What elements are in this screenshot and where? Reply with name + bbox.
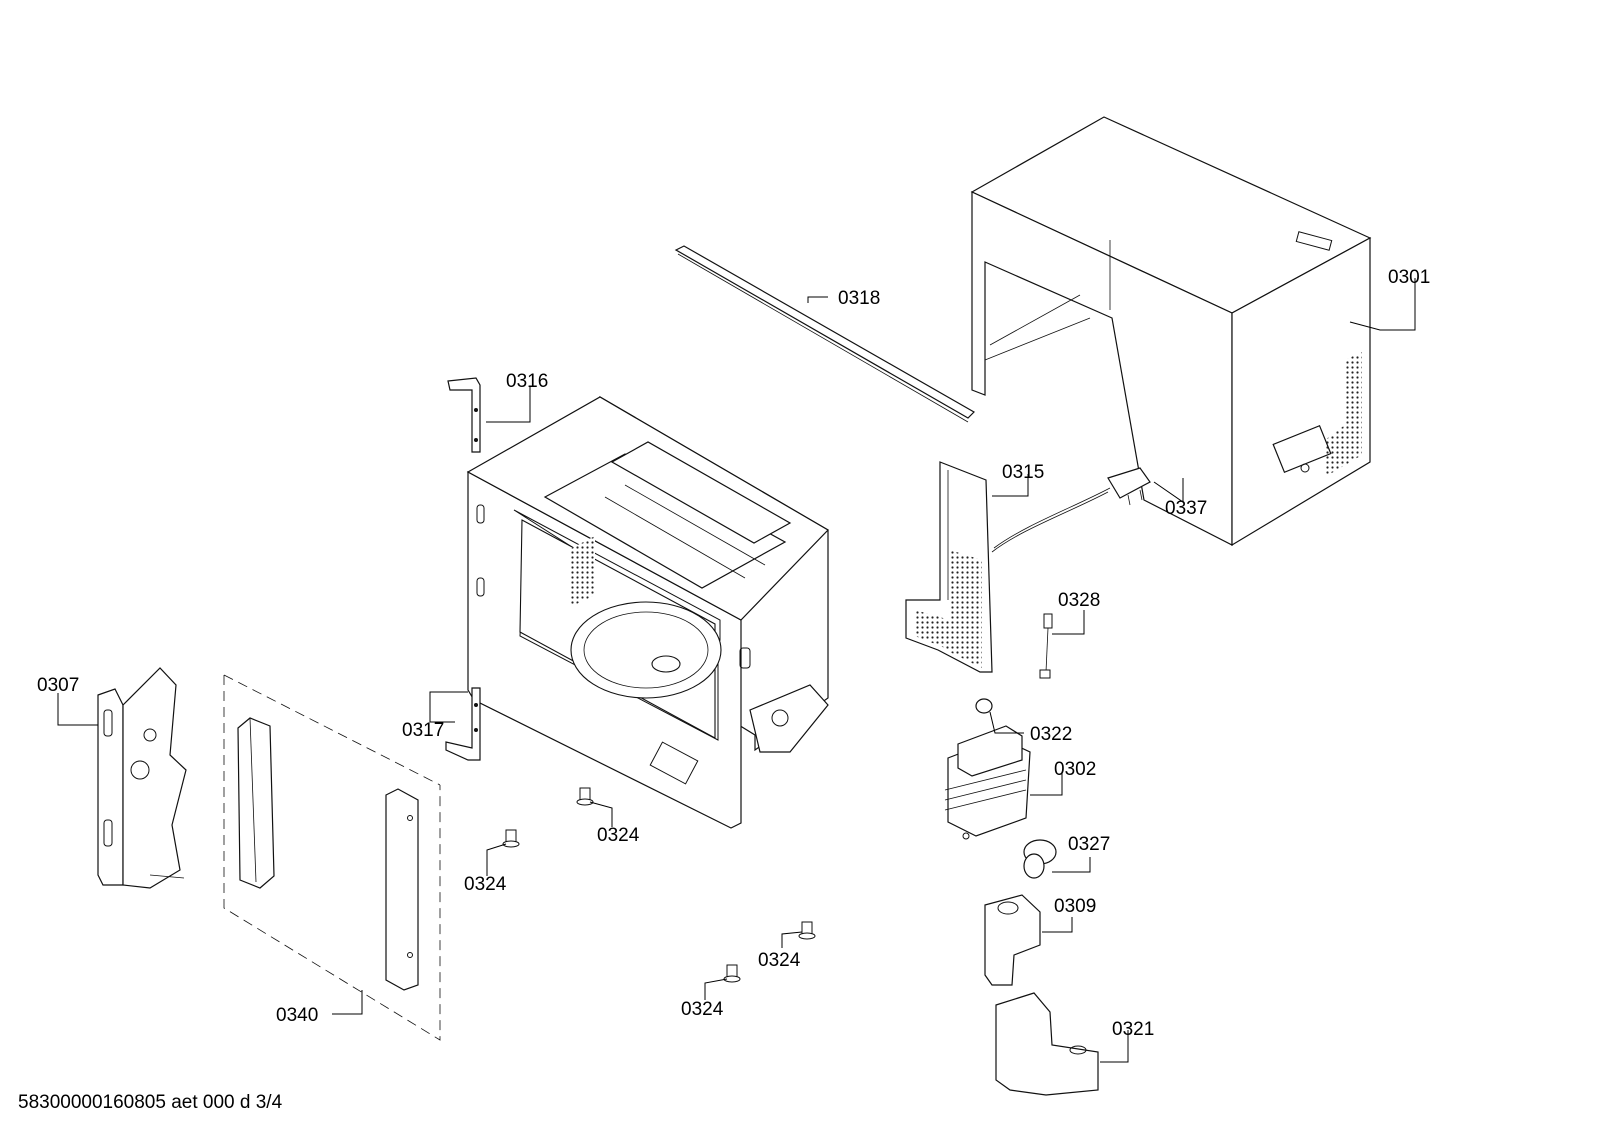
thermostat-part [975, 698, 993, 714]
foot-part-c [798, 921, 816, 940]
transformer-part [944, 725, 1031, 840]
side-panel-part [905, 461, 993, 673]
foot-part-d [723, 964, 741, 983]
foot-part-a [576, 787, 594, 806]
door-profile-part [223, 674, 441, 1041]
callout-0324-a: 0324 [597, 825, 640, 846]
cavity-frame-part [466, 395, 829, 829]
callout-0321: 0321 [1112, 1019, 1154, 1040]
callout-0317: 0317 [402, 720, 444, 741]
callout-0301: 0301 [1388, 267, 1430, 288]
outer-casing-part [970, 116, 1372, 547]
document-id-footer: 58300000160805 aet 000 d 3/4 [18, 1092, 283, 1113]
callout-0302: 0302 [1054, 759, 1096, 780]
foot-part-b [502, 829, 520, 848]
callout-0324-b: 0324 [464, 874, 507, 895]
callout-0318: 0318 [838, 288, 880, 309]
callout-0337: 0337 [1165, 498, 1207, 519]
wire-clip-part [1039, 613, 1053, 679]
callout-0324-d: 0324 [681, 999, 724, 1020]
callout-labels: 0301 0302 0307 0309 0315 0316 0317 0318 … [37, 267, 1430, 1040]
callout-0328: 0328 [1058, 590, 1100, 611]
callout-0309: 0309 [1054, 896, 1096, 917]
callout-0340: 0340 [276, 1005, 318, 1026]
callout-0324-c: 0324 [758, 950, 801, 971]
callout-0322: 0322 [1030, 724, 1072, 745]
door-latch-part [97, 667, 187, 889]
callout-0307: 0307 [37, 675, 79, 696]
callout-0316: 0316 [506, 371, 548, 392]
leader-lines [57, 278, 1416, 1063]
top-rail-part [674, 245, 975, 423]
fuse-holder-part [1023, 839, 1057, 879]
lower-bracket-part [445, 687, 481, 761]
callout-0315: 0315 [1002, 462, 1044, 483]
fan-housing-part [995, 992, 1099, 1096]
callout-0327: 0327 [1068, 834, 1110, 855]
upper-bracket-part [447, 377, 481, 453]
air-duct-part [984, 894, 1041, 986]
power-cord-part [991, 467, 1151, 553]
